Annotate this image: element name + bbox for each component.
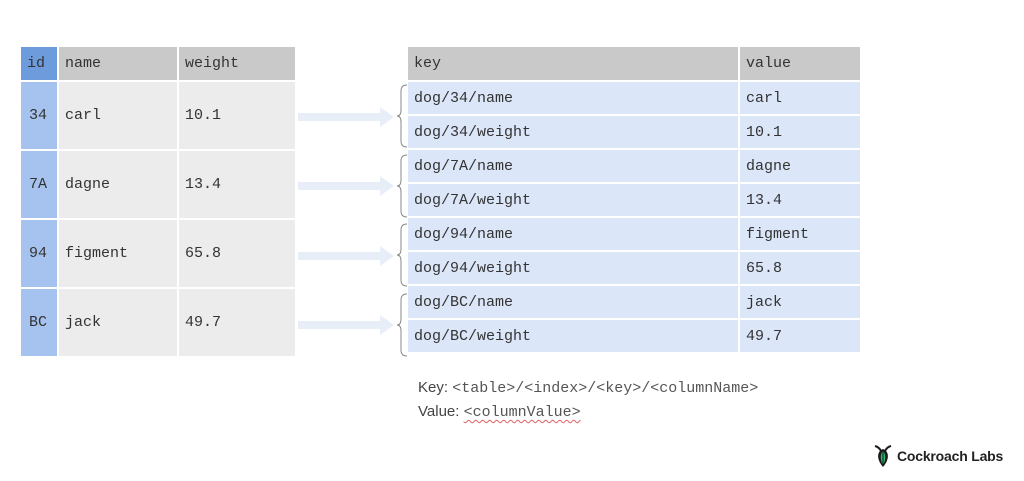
mapping-arrow [298,246,394,266]
cell-key: dog/BC/weight [408,320,738,352]
grouping-brace [396,223,408,287]
cockroach-labs-logo: Cockroach Labs [873,444,1003,468]
cell-id: 34 [21,82,57,149]
cell-value: figment [740,218,860,250]
legend-key-format: <table>/<index>/<key>/<columnName> [452,380,759,397]
cell-name: dagne [59,151,177,218]
cockroach-labs-logo-text: Cockroach Labs [897,448,1004,464]
table-row: 34 carl 10.1 [21,82,295,149]
cell-key: dog/94/weight [408,252,738,284]
header-name: name [59,47,177,80]
cell-key: dog/34/weight [408,116,738,148]
sql-table-header-row: id name weight [21,47,295,80]
header-key: key [408,47,738,80]
mapping-arrow [298,176,394,196]
cell-key: dog/34/name [408,82,738,114]
cell-value: dagne [740,150,860,182]
cell-key: dog/BC/name [408,286,738,318]
cell-value: 13.4 [740,184,860,216]
cockroach-labs-logo-icon [874,445,892,467]
cell-name: figment [59,220,177,287]
legend-value-format: <columnValue> [463,404,581,421]
cell-id: 7A [21,151,57,218]
cell-value: 65.8 [740,252,860,284]
sql-table: id name weight 34 carl 10.1 7A dagne 13.… [19,45,297,358]
header-id: id [21,47,57,80]
legend-value-label: Value: [418,403,460,420]
cell-value: 10.1 [740,116,860,148]
cell-name: carl [59,82,177,149]
grouping-brace [396,84,408,148]
cell-key: dog/7A/weight [408,184,738,216]
cell-key: dog/94/name [408,218,738,250]
header-weight: weight [179,47,295,80]
legend-key-line: Key: <table>/<index>/<key>/<columnName> [418,379,758,397]
cell-weight: 65.8 [179,220,295,287]
cell-id: 94 [21,220,57,287]
cell-value: 49.7 [740,320,860,352]
cell-name: jack [59,289,177,356]
table-row: 7A dagne 13.4 [21,151,295,218]
table-row: BC jack 49.7 [21,289,295,356]
mapping-arrow [298,315,394,335]
cell-id: BC [21,289,57,356]
cell-key: dog/7A/name [408,150,738,182]
cell-value: carl [740,82,860,114]
cell-weight: 10.1 [179,82,295,149]
legend-key-label: Key: [418,379,449,396]
grouping-brace [396,154,408,218]
table-row: 94 figment 65.8 [21,220,295,287]
cell-weight: 13.4 [179,151,295,218]
grouping-brace [396,293,408,357]
cell-weight: 49.7 [179,289,295,356]
cell-value: jack [740,286,860,318]
kv-table-header-row: key value [408,47,860,80]
mapping-arrow [298,107,394,127]
legend-value-line: Value: <columnValue> [418,403,581,421]
header-value: value [740,47,860,80]
